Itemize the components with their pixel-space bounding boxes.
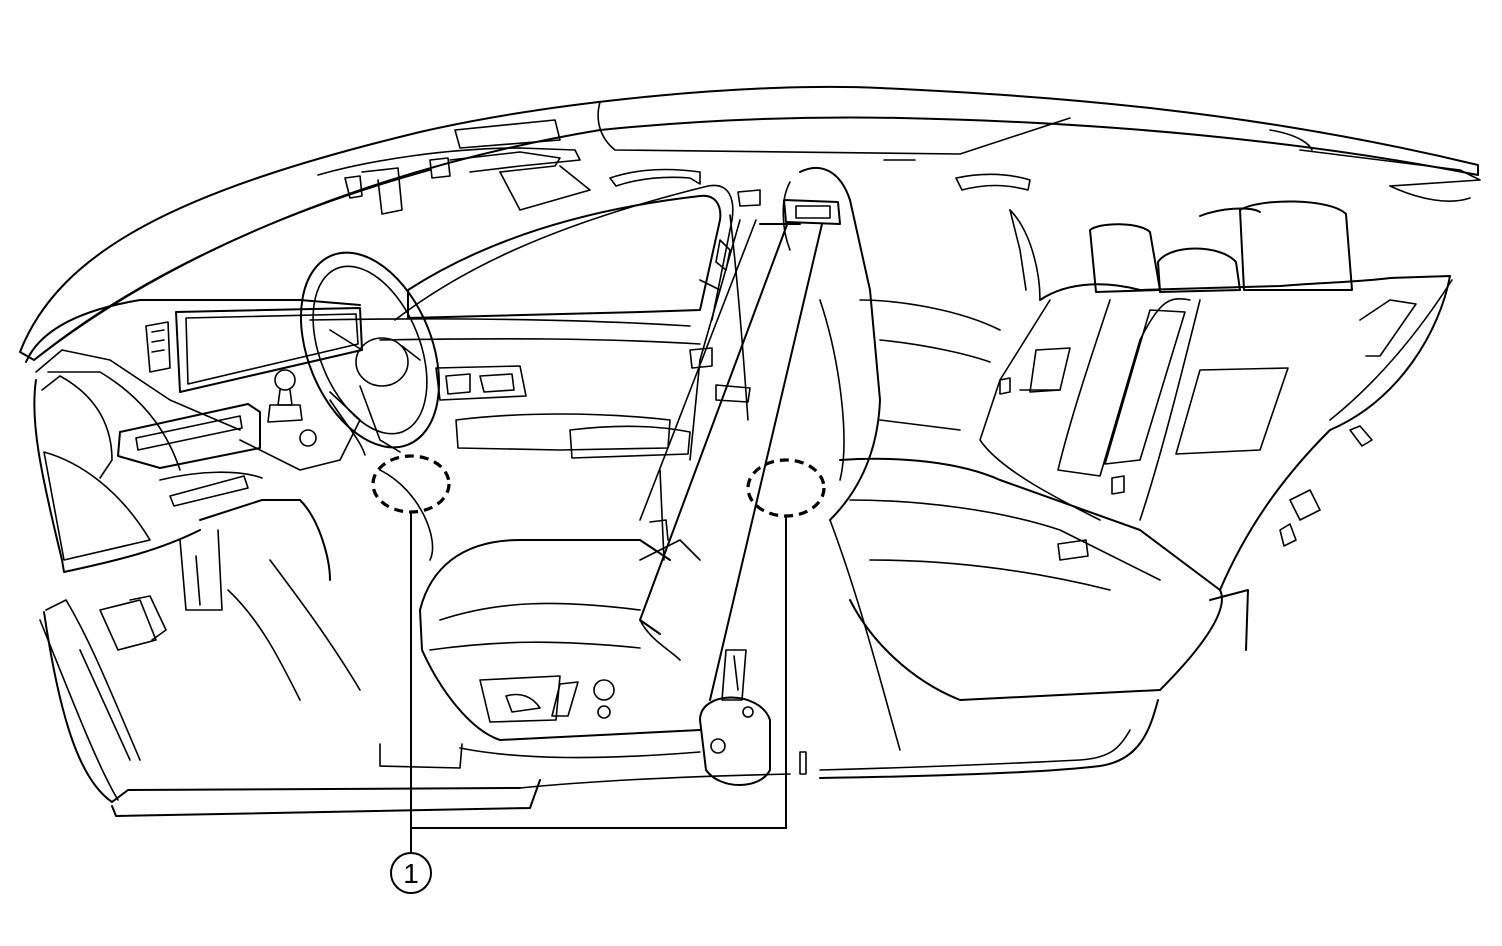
- rear-seat: [839, 200, 1451, 701]
- callout-1-label: 1: [403, 858, 419, 889]
- gear-shift: [267, 369, 303, 423]
- steering-wheel: [299, 251, 441, 456]
- callout-1-circle: [390, 852, 432, 894]
- side-sill: [43, 611, 1159, 817]
- location-marker-left: [371, 454, 451, 514]
- roof-outline: [19, 85, 1481, 361]
- seat-belt: [639, 199, 841, 786]
- pedals-floor: [39, 559, 361, 801]
- grab-handles: [609, 168, 1031, 191]
- dashboard: [25, 299, 363, 611]
- callout-1: 1: [390, 852, 432, 894]
- leader-lines: [410, 512, 787, 852]
- rear-door: [829, 209, 1453, 751]
- front-seat: [419, 167, 881, 759]
- front-door: [309, 184, 734, 561]
- overhead-console: [317, 147, 591, 215]
